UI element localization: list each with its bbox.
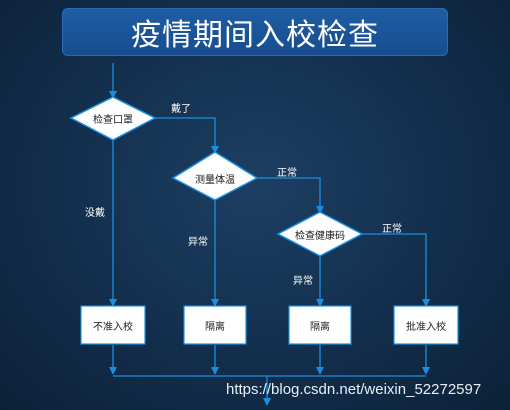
edge-label-not-wearing: 没戴 xyxy=(85,208,105,219)
edge-code-normal xyxy=(362,233,430,307)
watermark-url: https://blog.csdn.net/weixin_52272597 xyxy=(226,381,482,398)
edge-label-temp-normal: 正常 xyxy=(277,168,297,179)
page-title: 疫情期间入校检查 xyxy=(131,18,379,53)
edge-wearing xyxy=(155,117,219,154)
box-deny-entry xyxy=(80,305,146,345)
node-check-health-code-label: 检查健康码 xyxy=(295,230,345,242)
edge-label-code-normal: 正常 xyxy=(382,224,402,235)
node-isolate-1-label: 隔离 xyxy=(205,321,225,333)
node-deny-entry-label: 不准入校 xyxy=(93,321,133,333)
edge-label-code-abnormal: 异常 xyxy=(293,276,313,287)
decision-check-health-code xyxy=(276,211,364,257)
box-isolate-1 xyxy=(183,305,247,345)
node-measure-temp-label: 测量体温 xyxy=(195,174,235,186)
node-check-mask-label: 检查口罩 xyxy=(93,114,133,126)
decision-measure-temp xyxy=(171,151,259,201)
title-banner: 疫情期间入校检查 xyxy=(62,8,448,56)
box-approve-entry xyxy=(393,305,459,345)
edge-label-wearing: 戴了 xyxy=(171,104,191,115)
box-isolate-2 xyxy=(288,305,352,345)
edge-label-temp-abnormal: 异常 xyxy=(188,237,208,248)
node-approve-entry-label: 批准入校 xyxy=(406,321,446,333)
node-isolate-2-label: 隔离 xyxy=(310,321,330,333)
edge-temp-normal xyxy=(257,177,324,214)
decision-check-mask xyxy=(69,96,157,141)
